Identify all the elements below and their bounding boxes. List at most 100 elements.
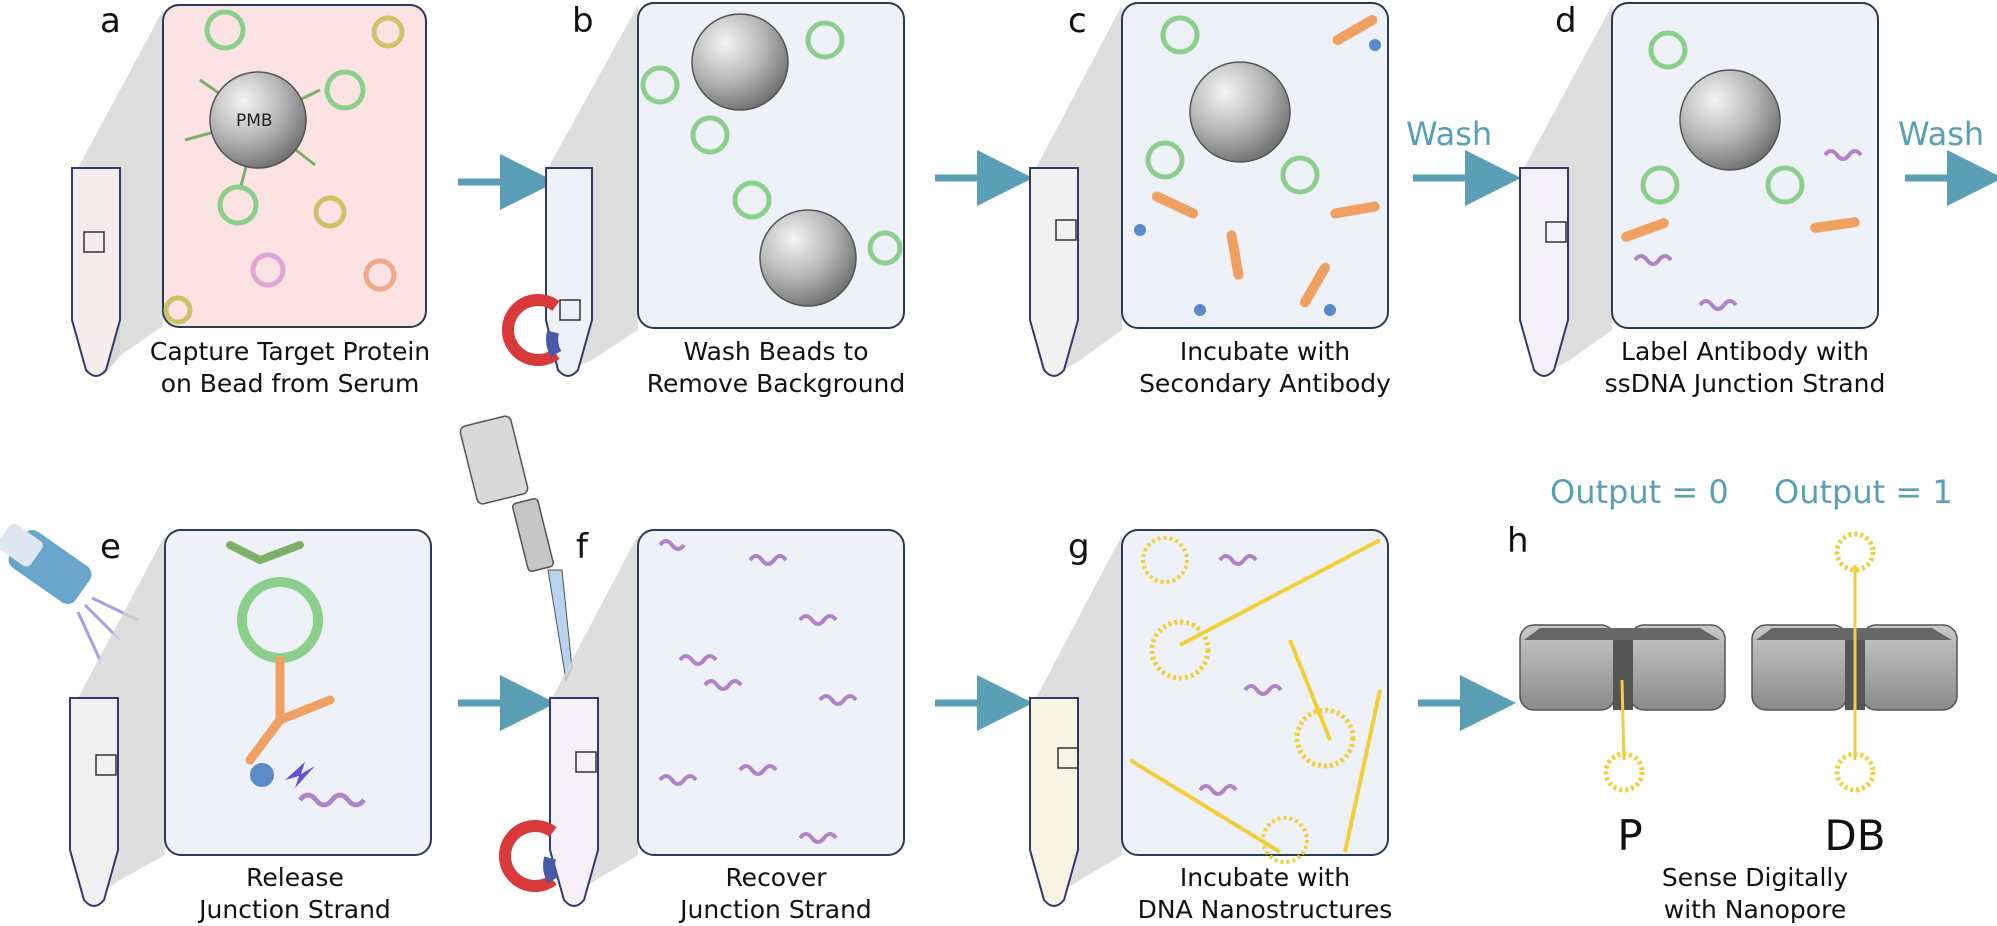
cleavage-bolt-icon [285, 762, 315, 788]
panel-f: f Recover Junction Strand [459, 415, 905, 924]
secondary-antibody [1300, 262, 1330, 308]
dna-nanostructure-star [1141, 536, 1189, 584]
target-protein [1280, 155, 1320, 195]
panel-d: d Label Antibody with ssDNA Junction Str… [1519, 1, 1886, 398]
magnet [543, 856, 559, 883]
background-protein [250, 252, 286, 288]
bead: PMB [184, 71, 321, 191]
panel-a-letter: a [100, 1, 121, 41]
zoom-box [95, 754, 117, 776]
nanopore-db: DB [1751, 531, 1958, 860]
ssdna-strand [738, 764, 778, 776]
magnet [502, 294, 560, 366]
ssdna-strand [818, 694, 858, 706]
zoom-box [559, 299, 581, 321]
target-protein [1160, 15, 1200, 55]
tube [1519, 167, 1569, 377]
ssdna-strand [798, 832, 838, 844]
target-protein [690, 115, 730, 155]
panel-g-letter: g [1068, 527, 1090, 567]
panel-h-letter: h [1507, 521, 1529, 561]
background-protein [371, 15, 405, 49]
panel-a-caption-line2: on Bead from Serum [161, 369, 420, 398]
bead-label: PMB [236, 111, 273, 131]
ssdna-strand [1243, 684, 1283, 696]
wash-label-1: Wash [1406, 115, 1492, 153]
target-protein [204, 9, 246, 51]
panel-d-caption-line2: ssDNA Junction Strand [1605, 369, 1886, 398]
tube [1029, 697, 1079, 907]
panel-f-caption-line2: Junction Strand [678, 895, 872, 924]
zoom-box [1055, 219, 1077, 241]
target-protein [640, 65, 680, 105]
wash-label-2: Wash [1898, 115, 1984, 153]
zoom-box [1545, 221, 1567, 243]
target-protein [1145, 140, 1185, 180]
panel-f-caption-line1: Recover [725, 863, 827, 892]
panel-e-caption-line1: Release [246, 863, 344, 892]
dna-nanostructure-star [1294, 707, 1356, 769]
ssdna-strand [1823, 149, 1863, 161]
background-protein [363, 258, 397, 292]
ssdna-strand [748, 554, 788, 566]
dna-nanostructure-star [1149, 619, 1211, 681]
zoom-box [1057, 747, 1079, 769]
magnet [499, 820, 557, 892]
pore-label-p: P [1617, 811, 1642, 860]
pore-label-db: DB [1824, 811, 1885, 860]
panel-b-caption-line1: Wash Beads to [683, 337, 868, 366]
panel-c: c Incubate with Secondary Antibody [1029, 1, 1391, 398]
label-molecule [1194, 304, 1206, 316]
zoom-view [637, 529, 905, 856]
dna-nanostructure-strand [1343, 689, 1382, 853]
panel-a-caption-line1: Capture Target Protein [150, 337, 430, 366]
panel-b-letter: b [572, 1, 594, 41]
label-molecule [1324, 304, 1336, 316]
pipette-icon [459, 415, 573, 682]
zoom-view [1121, 529, 1389, 856]
target-protein [324, 69, 366, 111]
ssdna-strand [1198, 784, 1238, 796]
label-molecule [250, 763, 274, 787]
tube [69, 697, 119, 907]
secondary-antibody [1330, 201, 1380, 219]
panel-c-caption-line2: Secondary Antibody [1139, 369, 1391, 398]
zoom-box [83, 231, 105, 253]
target-protein [732, 180, 772, 220]
zoom-view [1121, 2, 1389, 329]
nanopore-p: P [1519, 624, 1726, 860]
tube [549, 697, 599, 907]
panel-h-caption-line2: with Nanopore [1664, 895, 1846, 924]
background-protein [163, 295, 193, 325]
panel-e-letter: e [100, 527, 121, 567]
dna-nanostructure-strand [1179, 538, 1381, 647]
panel-e: e Release Junction Strand [0, 523, 432, 924]
ssdna-strand [658, 774, 698, 786]
dna-nanostructure-strand [1128, 758, 1282, 854]
tube [545, 167, 593, 377]
magnet [546, 330, 562, 357]
secondary-antibody [1332, 15, 1378, 45]
panel-g: g Incubate with DNA Nanostructures [1029, 527, 1392, 924]
output-zero-label: Output = 0 [1550, 473, 1729, 511]
zoom-box [575, 751, 597, 773]
ssdna-strand [1633, 254, 1673, 266]
target-protein [217, 184, 259, 226]
panel-d-caption-line1: Label Antibody with [1621, 337, 1869, 366]
target-protein [1648, 30, 1688, 70]
ssdna-strand [1218, 554, 1258, 566]
tube [71, 167, 121, 377]
panel-b-caption-line2: Remove Background [647, 369, 906, 398]
panel-h-caption-line1: Sense Digitally [1662, 863, 1848, 892]
output-one-label: Output = 1 [1774, 473, 1953, 511]
zoom-view [162, 4, 427, 328]
panel-a: a PMB Capture Target Protein on Bead fro… [71, 1, 430, 398]
bead [691, 13, 789, 111]
panel-c-letter: c [1068, 1, 1087, 41]
panel-b: b Wash Beads to Remove Background [502, 1, 906, 398]
panel-f-letter: f [576, 527, 589, 567]
label-molecule [1369, 39, 1381, 51]
dna-nanostructure-star [1261, 816, 1309, 864]
ssdna-strand [1698, 299, 1738, 311]
